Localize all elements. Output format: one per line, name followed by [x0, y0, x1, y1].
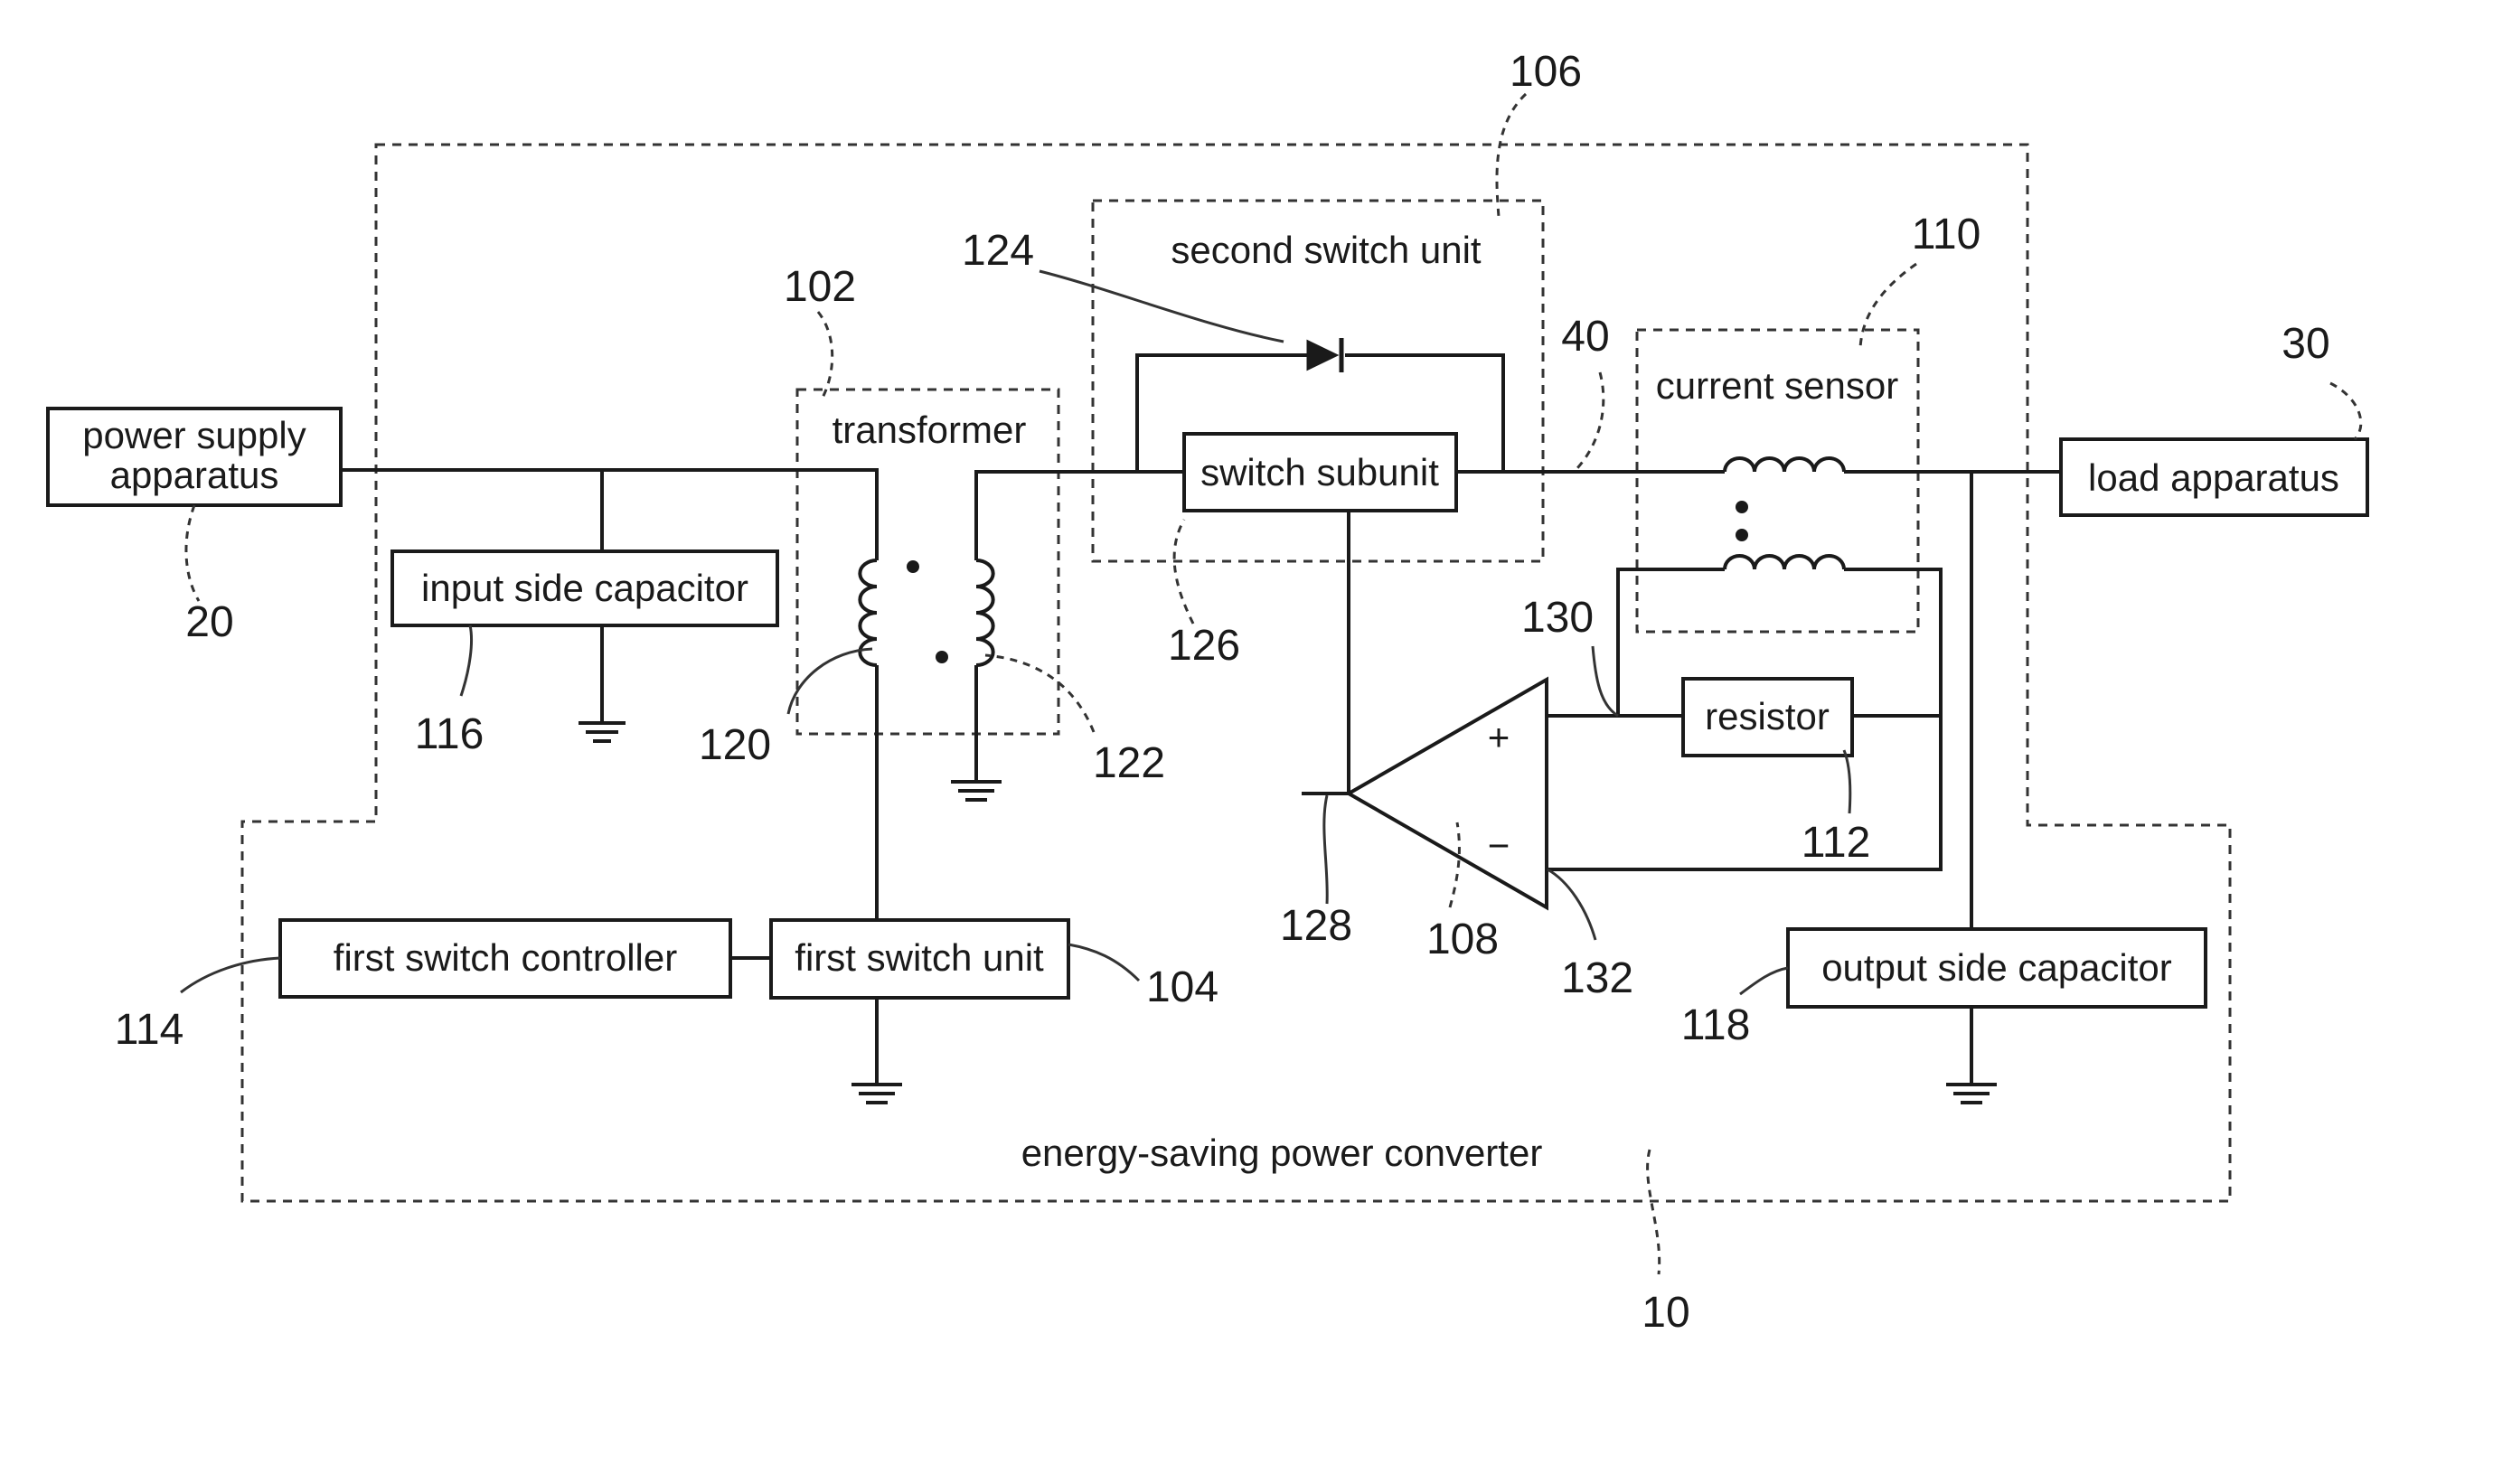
- leader-124: [1040, 271, 1284, 342]
- secondary-top-wire: [976, 472, 1184, 560]
- input-rail-wire: [341, 470, 877, 560]
- power-supply-label-line1: power supply: [82, 414, 306, 456]
- ref-20: 20: [185, 598, 233, 646]
- ref-116: 116: [415, 710, 485, 758]
- ref-120: 120: [699, 721, 771, 769]
- first-switch-unit-label: first switch unit: [795, 936, 1044, 979]
- ref-114: 114: [115, 1006, 184, 1054]
- leader-106: [1497, 94, 1526, 217]
- diode-icon: [1308, 338, 1341, 372]
- ref-104: 104: [1146, 963, 1218, 1011]
- leader-30: [2330, 383, 2361, 439]
- ref-126: 126: [1168, 622, 1240, 670]
- sensor-dot-upper: [1736, 501, 1748, 513]
- amp-minus-sign: −: [1488, 824, 1510, 867]
- first-switch-controller-label: first switch controller: [334, 936, 677, 979]
- leader-102: [818, 312, 833, 398]
- current-sensor-label: current sensor: [1656, 364, 1898, 407]
- ref-106: 106: [1510, 48, 1582, 96]
- amp-output-wire: [1302, 511, 1349, 794]
- leader-114: [181, 958, 280, 992]
- converter-boundary: [242, 145, 2230, 1201]
- leader-122: [985, 655, 1094, 732]
- ref-102: 102: [784, 263, 856, 311]
- ref-122: 122: [1093, 739, 1165, 787]
- leader-126: [1174, 520, 1193, 624]
- ref-118: 118: [1681, 1001, 1751, 1049]
- secondary-polarity-dot: [936, 651, 948, 663]
- ref-110: 110: [1912, 211, 1981, 258]
- sensor-secondary-winding-icon: [1725, 556, 1844, 569]
- power-supply-label-line2: apparatus: [110, 454, 279, 496]
- leader-40: [1577, 372, 1604, 468]
- output-ground-symbol: [1946, 1085, 1997, 1103]
- ref-132: 132: [1561, 954, 1633, 1002]
- ref-108: 108: [1426, 916, 1499, 963]
- leader-104: [1068, 944, 1139, 981]
- primary-polarity-dot: [907, 560, 919, 573]
- leader-132: [1548, 869, 1595, 940]
- comparator-amplifier-icon: [1349, 680, 1547, 907]
- ref-124: 124: [962, 227, 1034, 275]
- switch-subunit-label: switch subunit: [1200, 451, 1439, 493]
- secondary-ground-symbol: [951, 782, 1002, 800]
- sensor-dot-lower: [1736, 529, 1748, 541]
- output-side-capacitor-label: output side capacitor: [1821, 946, 2172, 989]
- second-switch-unit-label: second switch unit: [1171, 229, 1482, 271]
- amp-plus-sign: +: [1488, 716, 1510, 758]
- input-ground-symbol: [579, 723, 626, 741]
- ref-30: 30: [2281, 320, 2329, 368]
- ref-10: 10: [1642, 1289, 1689, 1337]
- leader-128: [1324, 795, 1327, 904]
- leader-112: [1844, 750, 1850, 813]
- first-switch-ground-symbol: [851, 1085, 902, 1103]
- load-apparatus-label: load apparatus: [2088, 456, 2339, 499]
- converter-label: energy-saving power converter: [1021, 1132, 1543, 1174]
- leader-130: [1593, 646, 1618, 716]
- ref-40: 40: [1561, 313, 1609, 361]
- leader-110: [1860, 264, 1916, 348]
- ref-128: 128: [1280, 902, 1352, 950]
- leader-120: [788, 649, 872, 714]
- sensor-primary-winding-icon: [1725, 458, 1844, 472]
- leader-116: [461, 625, 472, 696]
- leader-20: [186, 505, 199, 601]
- ref-112: 112: [1802, 819, 1871, 867]
- ref-130: 130: [1521, 594, 1594, 642]
- input-side-capacitor-label: input side capacitor: [421, 567, 748, 609]
- leader-10: [1648, 1150, 1660, 1274]
- resistor-label: resistor: [1705, 695, 1830, 737]
- transformer-label: transformer: [833, 409, 1027, 451]
- leader-118: [1740, 968, 1788, 994]
- secondary-winding-icon: [976, 560, 993, 665]
